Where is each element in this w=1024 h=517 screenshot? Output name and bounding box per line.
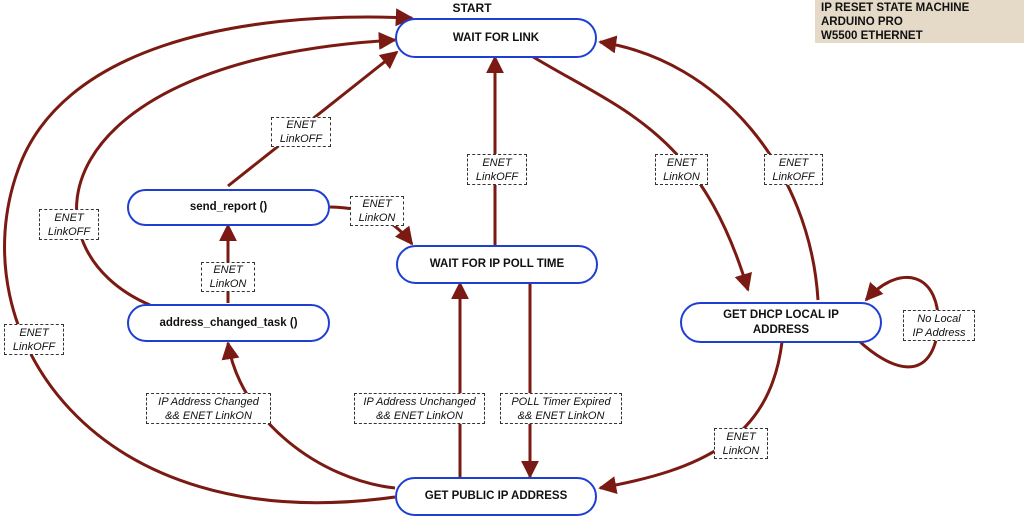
state-wait-for-ip-poll-time: WAIT FOR IP POLL TIME [396,245,598,284]
label-dhcp-to-wait-for-link: ENET LinkOFF [764,154,823,185]
label-public-ip-to-poll-time: IP Address Unchanged && ENET LinkON [354,393,485,424]
edge-dhcp-to-wait-for-link [598,35,820,301]
label-send-report-to-wait-for-link: ENET LinkOFF [271,117,331,147]
label-address-changed-to-send-report: ENET LinkON [201,262,255,292]
title-line: ARDUINO PRO [821,16,903,28]
edge-wait-for-link-to-dhcp [529,53,752,292]
state-send-report: send_report () [127,189,330,226]
edge-dhcp-to-public-ip [598,341,784,494]
label-address-changed-to-wait-for-link: ENET LinkOFF [39,209,99,240]
state-get-dhcp-local-ip-address: GET DHCP LOCAL IP ADDRESS [680,302,882,343]
start-label: START [452,1,492,15]
title-line: IP RESET STATE MACHINE [821,2,970,14]
state-address-changed-task: address_changed_task () [127,304,330,342]
edge-public-ip-to-address-changed [221,341,396,490]
title-line: W5500 ETHERNET [821,30,923,42]
label-dhcp-self-loop: No Local IP Address [903,310,975,341]
label-public-ip-to-wait-for-link: ENET LinkOFF [4,324,64,355]
label-poll-time-to-wait-for-link: ENET LinkOFF [467,154,527,185]
state-get-public-ip-address: GET PUBLIC IP ADDRESS [395,477,597,516]
diagram-title-box: IP RESET STATE MACHINE ARDUINO PRO W5500… [815,0,1024,43]
label-dhcp-to-public-ip: ENET LinkON [714,428,768,459]
state-wait-for-link: WAIT FOR LINK [395,18,597,58]
edge-public-ip-to-wait-for-link [3,8,414,505]
label-public-ip-to-address-changed: IP Address Changed && ENET LinkON [146,393,271,424]
label-wait-for-link-to-dhcp: ENET LinkON [655,154,708,185]
edge-address-changed-to-wait-for-link [75,31,397,307]
label-poll-time-to-public-ip: POLL Timer Expired && ENET LinkON [500,393,622,424]
label-send-report-to-poll-time: ENET LinkON [350,196,404,226]
